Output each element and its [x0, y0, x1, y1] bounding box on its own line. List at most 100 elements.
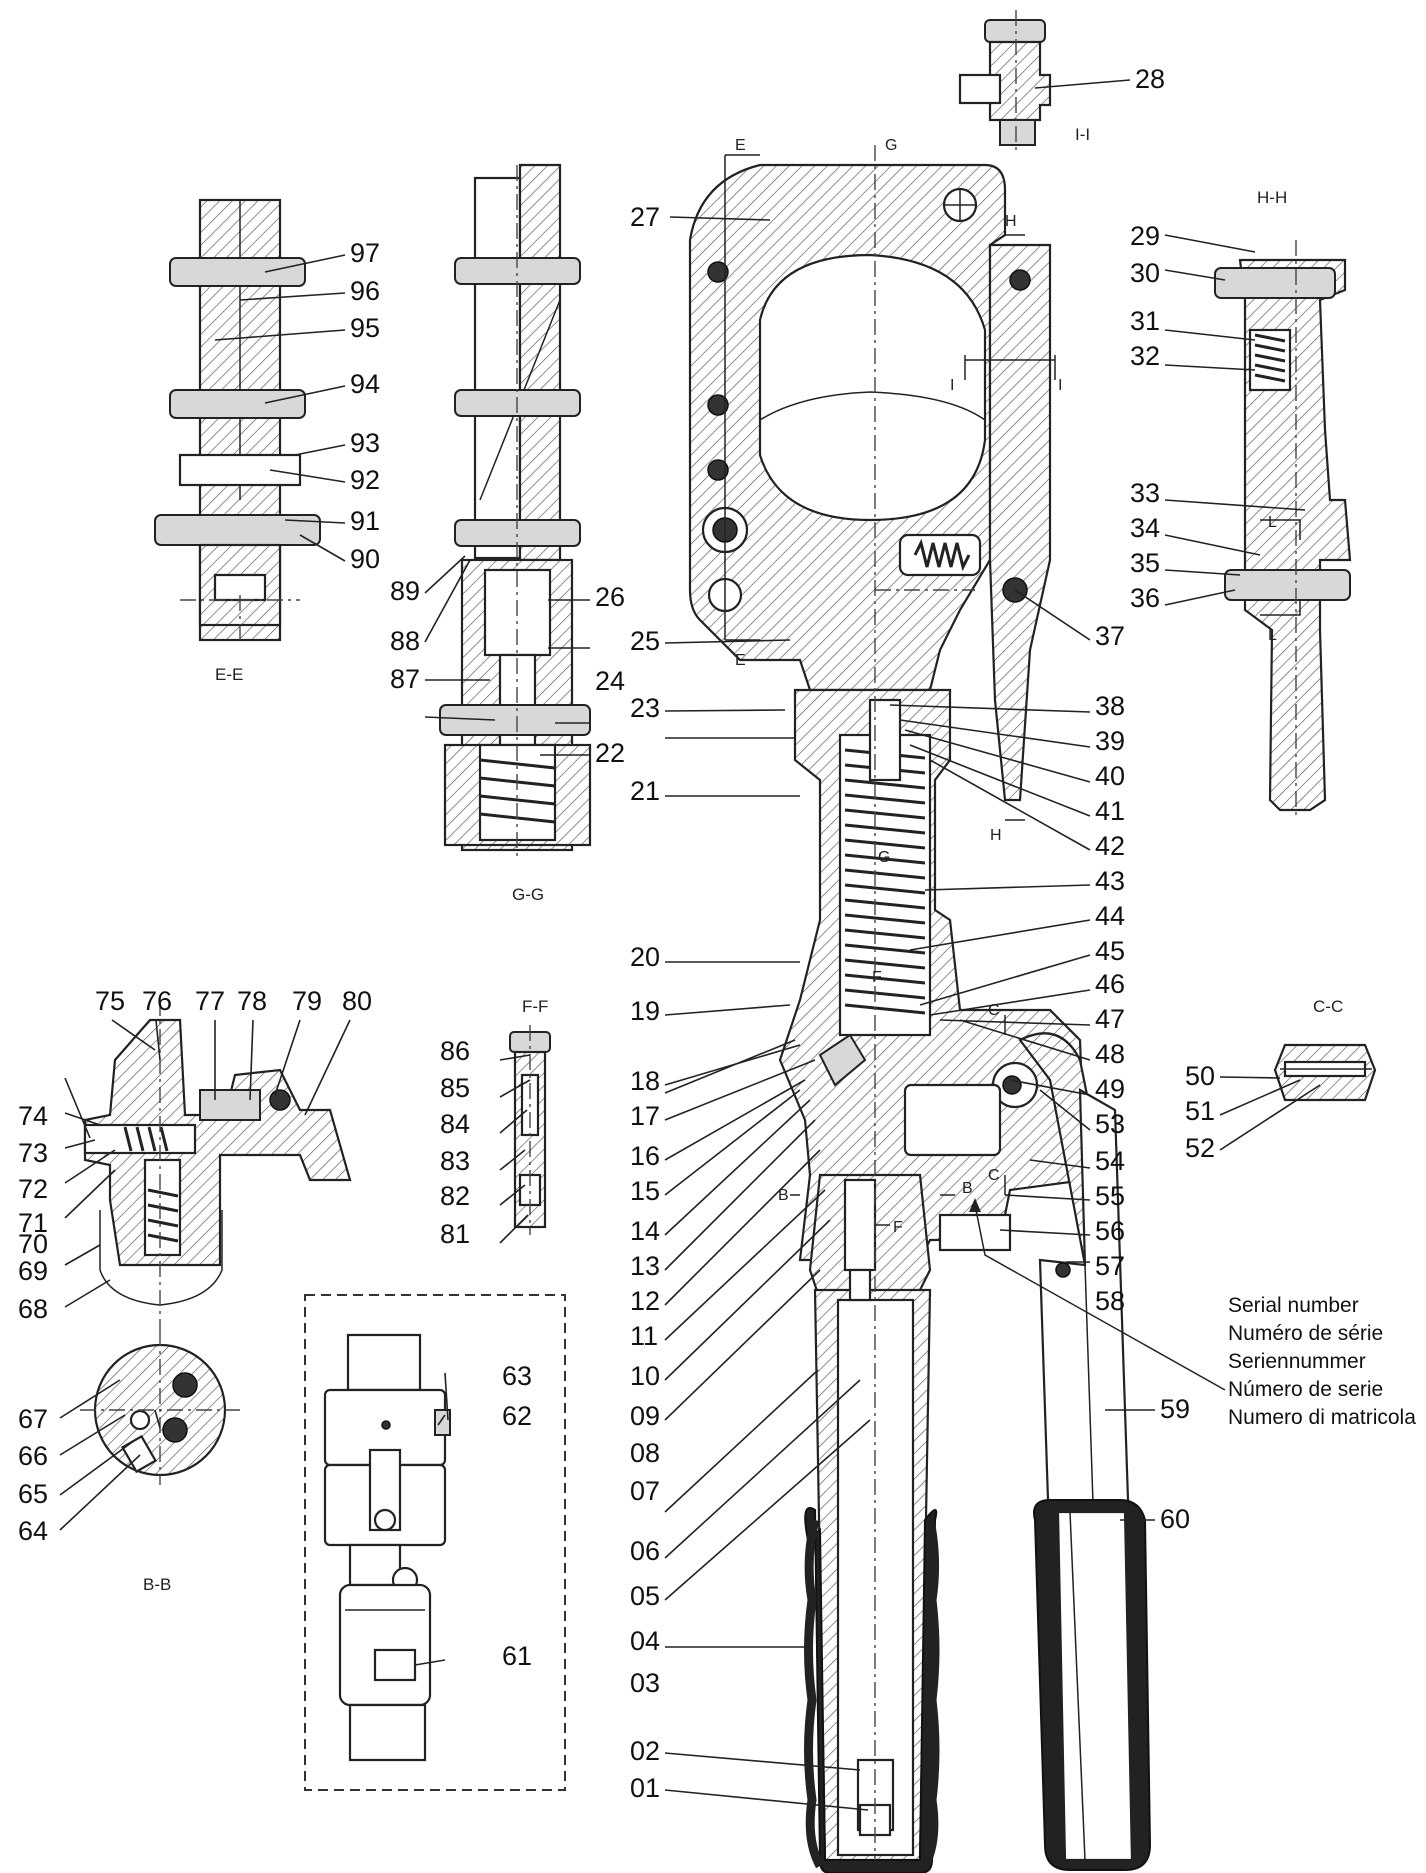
- cut-letter-g-mid: G: [878, 849, 890, 866]
- section-label-i-i: I-I: [1075, 125, 1090, 144]
- part-number: 89: [390, 576, 420, 606]
- part-number: 50: [1185, 1061, 1215, 1091]
- cut-letter-i-right: I: [1058, 377, 1062, 394]
- section-label-h-h: H-H: [1257, 188, 1287, 207]
- part-number-labels: 28 27 29 30 31 32 33 34 35 36 37 38 39 4…: [18, 64, 1215, 1803]
- part-number: 88: [390, 626, 420, 656]
- section-c-c: [1273, 1043, 1377, 1102]
- part-number: 37: [1095, 621, 1125, 651]
- section-i-i: [958, 10, 1052, 150]
- part-number: 06: [630, 1536, 660, 1566]
- part-number: 58: [1095, 1286, 1125, 1316]
- part-number: 20: [630, 942, 660, 972]
- part-number: 56: [1095, 1216, 1125, 1246]
- part-number: 83: [440, 1146, 470, 1176]
- section-label-e-e: E-E: [215, 665, 243, 684]
- part-number: 40: [1095, 761, 1125, 791]
- part-number: 29: [1130, 221, 1160, 251]
- part-number: 19: [630, 996, 660, 1026]
- part-number: 92: [350, 465, 380, 495]
- part-number: 35: [1130, 548, 1160, 578]
- part-number: 94: [350, 369, 380, 399]
- part-number: 60: [1160, 1504, 1190, 1534]
- part-number: 86: [440, 1036, 470, 1066]
- part-number: 17: [630, 1101, 660, 1131]
- main-assembly: [688, 145, 1226, 1873]
- cut-letter-h-top: H: [1005, 213, 1017, 230]
- part-number: 13: [630, 1251, 660, 1281]
- part-number: 32: [1130, 341, 1160, 371]
- cut-letter-b-right: B: [962, 1180, 973, 1197]
- part-number: 27: [630, 202, 660, 232]
- part-number: 51: [1185, 1096, 1215, 1126]
- part-number: 81: [440, 1219, 470, 1249]
- part-number: 18: [630, 1066, 660, 1096]
- part-number: 22: [595, 738, 625, 768]
- section-g-g: [439, 163, 592, 860]
- part-number: 54: [1095, 1146, 1125, 1176]
- part-number: 96: [350, 276, 380, 306]
- serial-label-fr: Numéro de série: [1228, 1322, 1383, 1345]
- part-number: 21: [630, 776, 660, 806]
- part-number: 70: [18, 1229, 48, 1259]
- cut-letter-c-bottom: C: [988, 1167, 1000, 1184]
- part-number: 64: [18, 1516, 48, 1546]
- cut-letter-f-top: F: [872, 969, 882, 986]
- section-h-h: [1214, 240, 1352, 820]
- part-number: 10: [630, 1361, 660, 1391]
- section-f-f: [509, 1025, 551, 1235]
- part-number: 85: [440, 1073, 470, 1103]
- part-number: 47: [1095, 1004, 1125, 1034]
- part-number: 62: [502, 1401, 532, 1431]
- cut-letter-b-left: B: [778, 1187, 789, 1204]
- part-number: 93: [350, 428, 380, 458]
- part-number: 90: [350, 544, 380, 574]
- part-number: 08: [630, 1438, 660, 1468]
- part-number: 95: [350, 313, 380, 343]
- part-number: 91: [350, 506, 380, 536]
- part-number: 24: [595, 666, 625, 696]
- cut-letter-e-bottom: E: [735, 652, 746, 669]
- serial-label-it: Numero di matricola: [1228, 1406, 1416, 1429]
- part-number: 25: [630, 626, 660, 656]
- part-number: 66: [18, 1441, 48, 1471]
- part-number: 42: [1095, 831, 1125, 861]
- section-b-b: [80, 1000, 352, 1485]
- part-number: 97: [350, 238, 380, 268]
- part-number: 65: [18, 1479, 48, 1509]
- part-number: 39: [1095, 726, 1125, 756]
- part-number: 15: [630, 1176, 660, 1206]
- part-number: 53: [1095, 1109, 1125, 1139]
- part-number: 36: [1130, 583, 1160, 613]
- cut-letter-h-bottom: H: [990, 827, 1002, 844]
- part-number: 73: [18, 1138, 48, 1168]
- part-number: 75: [95, 986, 125, 1016]
- cut-letter-l-top: L: [1268, 514, 1277, 531]
- part-number: 26: [595, 582, 625, 612]
- part-number: 77: [195, 986, 225, 1016]
- serial-label-de: Seriennummer: [1228, 1350, 1366, 1373]
- section-label-b-b: B-B: [143, 1575, 171, 1594]
- section-label-c-c: C-C: [1313, 997, 1343, 1016]
- part-number: 28: [1135, 64, 1165, 94]
- part-number: 48: [1095, 1039, 1125, 1069]
- part-number: 84: [440, 1109, 470, 1139]
- cut-letter-i-left: I: [950, 377, 954, 394]
- part-number: 52: [1185, 1133, 1215, 1163]
- part-number: 04: [630, 1626, 660, 1656]
- part-number: 31: [1130, 306, 1160, 336]
- part-number: 78: [237, 986, 267, 1016]
- cut-letter-e-top: E: [735, 137, 746, 154]
- part-number: 68: [18, 1294, 48, 1324]
- section-label-g-g: G-G: [512, 885, 544, 904]
- part-number: 76: [142, 986, 172, 1016]
- part-number: 79: [292, 986, 322, 1016]
- part-number: 07: [630, 1476, 660, 1506]
- cut-letter-l-bottom: L: [1268, 627, 1277, 644]
- part-number: 72: [18, 1174, 48, 1204]
- part-number: 44: [1095, 901, 1125, 931]
- detail-view-61-63: [304, 1294, 566, 1791]
- part-number: 43: [1095, 866, 1125, 896]
- part-number: 80: [342, 986, 372, 1016]
